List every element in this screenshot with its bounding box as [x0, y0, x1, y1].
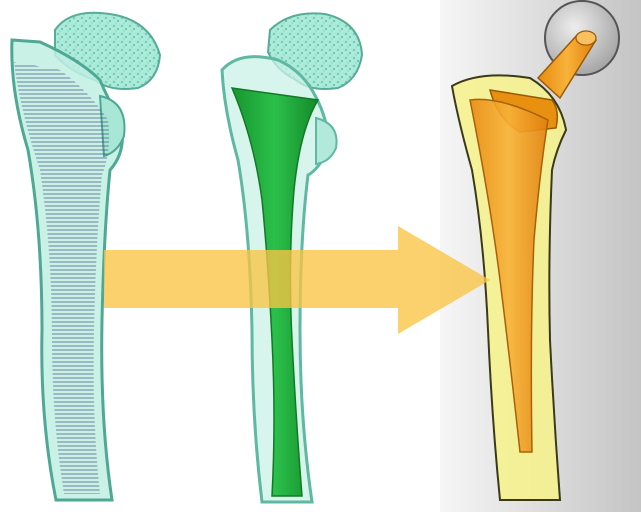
cross-section-slices [14, 62, 109, 494]
taper-tip [576, 31, 596, 45]
trochanter-shape-2 [316, 118, 337, 164]
